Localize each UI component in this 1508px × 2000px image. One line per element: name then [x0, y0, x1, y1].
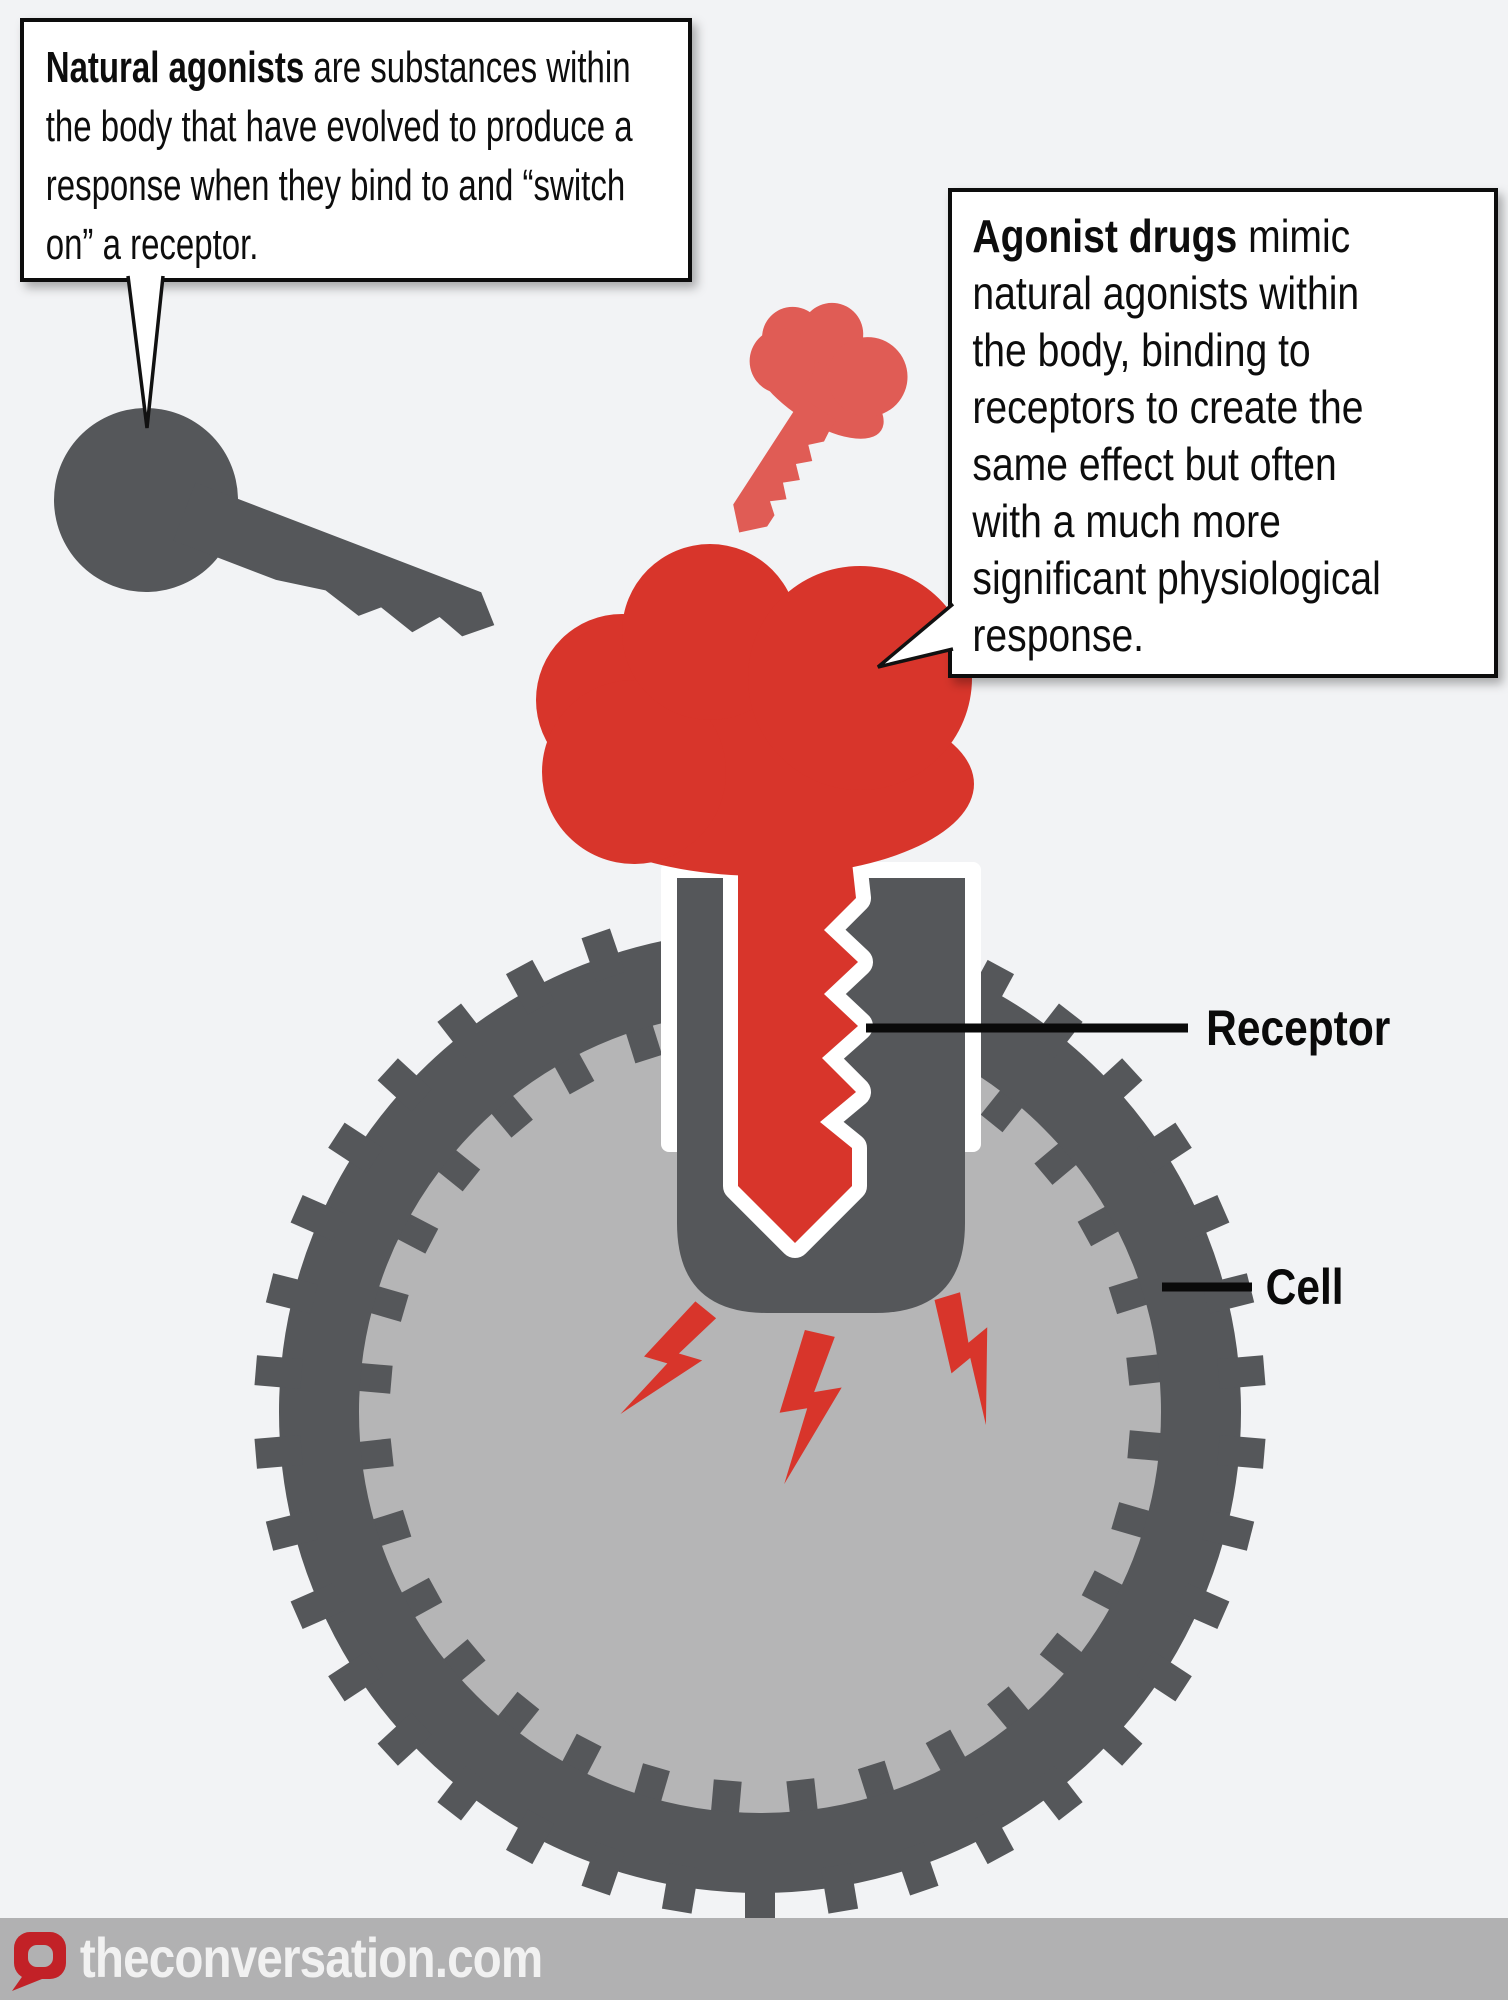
cell-tooth [265, 1273, 318, 1314]
cell-tooth [1127, 1430, 1164, 1462]
cell-tooth [254, 1435, 303, 1469]
callout-box [948, 188, 1498, 678]
cell-tooth [377, 1712, 432, 1766]
cell-tooth [377, 1058, 432, 1112]
cell-tooth [1030, 1765, 1083, 1821]
cell-tooth [356, 1362, 393, 1394]
callout-text-block: Agonist drugs mimic natural agonists wit… [971, 211, 1380, 662]
callout-box [20, 18, 692, 282]
callout-line: response when they bind to and “switch [46, 162, 625, 211]
cell-tooth [437, 1765, 490, 1821]
callout-box-agonist-drugs: Agonist drugs mimic natural agonists wit… [876, 188, 1498, 678]
cell-tooth [661, 1863, 700, 1914]
cell-tooth [1136, 1122, 1192, 1173]
cell-tooth [437, 1003, 490, 1059]
callout-line: with a much more [971, 496, 1280, 548]
cell-tooth [625, 1022, 663, 1064]
cell-tooth [1217, 1435, 1266, 1469]
cell-tooth [368, 1285, 409, 1322]
footer-site-url: theconversation.com [80, 1927, 542, 1989]
cell-tooth [1175, 1195, 1230, 1241]
callout-line: the body, binding to [972, 325, 1310, 377]
callout-text-block: Natural agonists are substances within t… [46, 44, 633, 270]
callout-line: on” a receptor. [46, 221, 259, 270]
callout-line: the body that have evolved to produce a [46, 103, 633, 152]
callout-line: significant physiological [972, 553, 1380, 605]
callout-line: response. [972, 610, 1144, 662]
signal-bolts [620, 1292, 988, 1485]
cell-tooth [581, 928, 625, 982]
cell-tooth [965, 1809, 1015, 1865]
cell-tooth [290, 1195, 345, 1241]
cell-tooth [1217, 1355, 1266, 1389]
cell-tooth [1126, 1354, 1164, 1386]
callout-line: Natural agonists are substances within [46, 44, 631, 93]
cell-tooth [1108, 1277, 1150, 1315]
callout-pointer [126, 275, 165, 429]
cell-tooth [505, 1809, 555, 1865]
cell-callout: Cell [1162, 1259, 1344, 1315]
callout-line: same effect but often [972, 439, 1336, 491]
cell-tooth [254, 1355, 303, 1389]
footer-background [0, 1918, 1508, 2000]
cell-tooth [710, 1779, 742, 1816]
cell-tooth [265, 1510, 318, 1551]
natural-agonist-key [54, 408, 495, 637]
cell-tooth [857, 1760, 895, 1802]
receptor-label: Receptor [1206, 1000, 1390, 1056]
lightning-bolt-icon [934, 1292, 988, 1426]
cell-tooth [633, 1763, 670, 1804]
cell-tooth [328, 1651, 384, 1702]
cell-tooth [895, 1842, 939, 1896]
cell-tooth [820, 1863, 859, 1914]
cell-tooth [1202, 1510, 1255, 1551]
receptor-callout: Receptor [866, 1000, 1390, 1056]
cell-tooth [356, 1438, 394, 1470]
cell-tooth [1136, 1651, 1192, 1702]
lightning-bolt-icon [620, 1301, 717, 1414]
cell-tooth [1088, 1712, 1143, 1766]
footer-bar: theconversation.com [0, 1918, 1508, 2000]
cell-tooth [328, 1122, 384, 1173]
lightning-bolt-icon [779, 1330, 842, 1485]
cell-tooth [1111, 1502, 1152, 1539]
cell-label: Cell [1266, 1259, 1344, 1315]
cell-tooth [1175, 1583, 1230, 1629]
callout-line: receptors to create the [972, 382, 1363, 434]
cell-tooth [505, 959, 555, 1015]
cell-tooth [370, 1509, 412, 1547]
callout-pointer [876, 602, 955, 669]
callout-line: Agonist drugs mimic [972, 211, 1350, 263]
cell-tooth [786, 1778, 818, 1816]
cell-tooth [581, 1842, 625, 1896]
cell-tooth [290, 1583, 345, 1629]
callout-line: natural agonists within [972, 268, 1359, 320]
cell-tooth [745, 1872, 775, 1918]
callout-box-natural-agonists: Natural agonists are substances within t… [20, 18, 692, 429]
cell-tooth [1088, 1058, 1143, 1112]
conversation-speech-bubble-logo-icon [12, 1932, 66, 1991]
